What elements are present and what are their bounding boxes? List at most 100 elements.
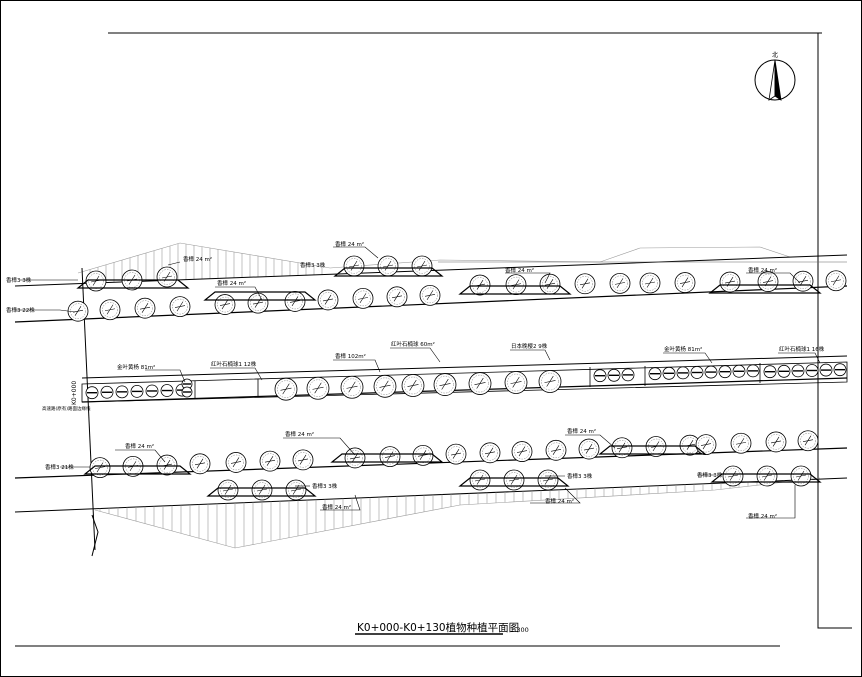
label-upper-area-3: 香樟 24 m² (748, 266, 777, 274)
tree-symbol (539, 273, 561, 295)
planter-bed (598, 445, 707, 455)
planter-bed (330, 453, 444, 463)
tree-symbol (445, 443, 467, 465)
shrub-symbol (704, 365, 718, 379)
tree-symbol (247, 292, 269, 314)
label-bottom-area-2: 香樟 24 m² (545, 497, 574, 505)
planter-beds (76, 267, 822, 497)
tree-symbol (379, 446, 401, 468)
shrub-symbol (732, 364, 746, 378)
tree-symbol (401, 374, 425, 397)
shrub-symbol (763, 365, 777, 379)
drawing-title-block: K0+000-K0+130植物种植平面图 1:300 (355, 621, 529, 635)
tree-symbol (578, 438, 600, 460)
label-top-left-count: 香樟3 3株 (6, 276, 32, 284)
label-upper-area-1: 香樟 24 m² (505, 266, 534, 274)
tree-symbol (284, 291, 306, 312)
label-median-3: 香樟 102m² (335, 352, 366, 360)
tree-symbol (274, 377, 298, 401)
shrub-symbol (746, 364, 760, 378)
shrub-symbol (819, 363, 833, 377)
label-median-1: 金叶黄杨 81m² (117, 363, 155, 371)
tree-symbol (99, 299, 121, 321)
shrub-symbol (777, 364, 791, 378)
lower-embankment (94, 477, 821, 549)
planter-bed (83, 465, 192, 475)
annotation-labels: 香樟3 3株 香樟 24 m² 香樟 24 m² 香樟3 3株 香樟 24 m²… (6, 240, 825, 520)
shrub-symbol (676, 366, 690, 380)
tree-symbol (674, 272, 696, 293)
label-bottom-area-3: 香樟 24 m² (748, 512, 777, 520)
shrub-symbol (621, 368, 635, 382)
shrub-symbol (607, 368, 621, 382)
tree-symbol (722, 465, 744, 487)
shrub-symbols (85, 363, 847, 400)
label-median-6: 金叶黄杨 81m² (664, 345, 702, 353)
label-top-mid-count: 香樟3 3株 (300, 261, 326, 269)
shrub-symbol (718, 365, 732, 379)
tree-symbol (67, 300, 89, 322)
tree-symbol (504, 371, 528, 394)
tree-symbol (825, 270, 847, 292)
tree-symbol (611, 437, 633, 459)
tree-symbol (251, 479, 273, 501)
shrub-symbol (145, 384, 159, 398)
label-lower-area-3: 香樟 24 m² (567, 427, 596, 435)
tree-symbol (156, 454, 178, 476)
title-block-frame (817, 33, 852, 629)
planter-bed (206, 487, 317, 497)
shrub-symbol (160, 384, 174, 397)
tree-symbol (545, 439, 567, 461)
label-bottom-count-3: 香樟3 3株 (697, 471, 723, 479)
tree-symbol (259, 450, 281, 472)
tree-symbol (317, 289, 339, 311)
tree-symbol (169, 296, 191, 318)
tree-symbol (306, 376, 330, 400)
tree-symbol (797, 430, 819, 452)
shrub-symbol (130, 385, 144, 398)
tree-symbol (214, 294, 236, 315)
tree-symbol (639, 272, 661, 294)
north-arrow: 北 (754, 51, 796, 101)
planter-bed (458, 285, 572, 295)
label-median-4: 红叶石楠球 60m² (391, 340, 435, 348)
tree-symbol (765, 431, 787, 453)
tree-symbol (574, 273, 596, 295)
tree-symbol (679, 434, 701, 456)
label-median-2: 红叶石楠球1 12株 (211, 360, 257, 368)
planter-bed (710, 473, 822, 483)
tree-symbol (89, 457, 111, 479)
shrub-symbol (100, 385, 114, 399)
median-strip (81, 361, 848, 403)
label-lower-row-count: 香樟3 21株 (45, 463, 74, 471)
shrub-symbol (115, 385, 129, 399)
planter-bed (76, 279, 190, 289)
shrub-symbol (648, 367, 662, 381)
label-bottom-count-1: 香樟3 3株 (312, 482, 338, 490)
tree-symbol (468, 372, 492, 395)
shrub-symbol (181, 386, 193, 398)
drawing-title: K0+000-K0+130植物种植平面图 (357, 621, 519, 634)
tree-symbol (469, 274, 491, 296)
label-lower-area-2: 香樟 24 m² (285, 430, 314, 438)
left-note: 高速路(原有)路面边缘线 (42, 405, 91, 412)
tree-symbol (503, 469, 525, 491)
label-median-7: 红叶石楠球1 16株 (779, 345, 825, 353)
shrub-symbol (791, 364, 805, 378)
tree-symbol (156, 266, 178, 288)
tree-symbol (537, 469, 559, 491)
leader-lines (15, 246, 821, 519)
tree-symbol (343, 255, 365, 277)
drawing-scale: 1:300 (510, 626, 529, 634)
planter-bed (333, 267, 444, 277)
shrub-symbol (833, 363, 847, 377)
tree-symbol (217, 479, 239, 501)
tree-symbol (411, 255, 433, 277)
label-bottom-count-2: 香樟3 3株 (567, 472, 593, 480)
planter-bed (458, 477, 570, 487)
label-median-5: 日本晚樱2 9株 (511, 342, 548, 350)
tree-symbol (730, 432, 752, 454)
shrub-symbol (593, 369, 607, 383)
station-label: K0+000 (71, 381, 78, 405)
